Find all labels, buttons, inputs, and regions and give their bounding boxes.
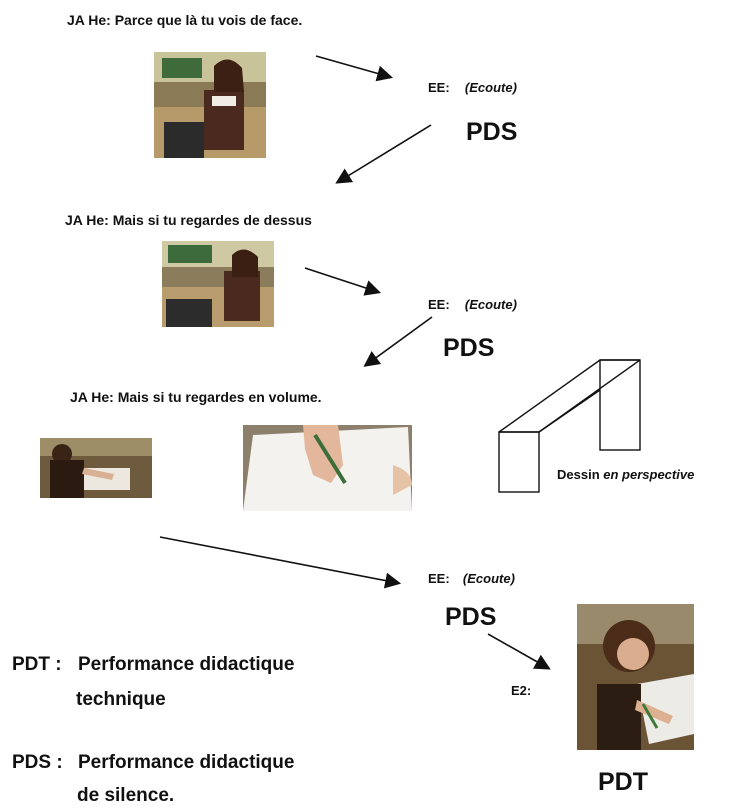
arrow-2 <box>335 124 432 184</box>
ee-ecoute: (Ecoute) <box>464 80 517 95</box>
caption-prefix: Dessin <box>557 467 600 482</box>
caption-italic: en perspective <box>603 467 695 482</box>
arrow-6 <box>487 633 551 670</box>
ja-line-3: JA He: Mais si tu regardes en volume. <box>70 389 322 405</box>
legend-pds-line1: Performance didactique <box>78 752 295 773</box>
arrow-1 <box>315 55 394 82</box>
pds-code-2: PDS <box>443 334 495 362</box>
ee-ecoute: (Ecoute) <box>464 297 517 312</box>
ja-line-2: JA He: Mais si tu regardes de dessus <box>65 212 312 228</box>
arrow-3 <box>304 267 382 296</box>
pds-code-3: PDS <box>445 603 497 631</box>
legend-pdt-line1: Performance didactique <box>78 654 295 675</box>
hand-drawing-photo <box>243 425 412 511</box>
ee-label-2: EE: (Ecoute) <box>428 297 517 312</box>
ee-prefix: EE: <box>428 297 450 312</box>
student-e2-photo <box>577 604 694 750</box>
legend-pds-line2: de silence. <box>77 785 175 806</box>
pds-code-1: PDS <box>466 118 518 146</box>
e2-label: E2: <box>511 683 532 698</box>
pdt-code: PDT <box>598 768 648 796</box>
ee-label-3: EE: (Ecoute) <box>428 571 515 586</box>
student-drawing-photo <box>40 438 152 498</box>
legend-pdt-key: PDT : <box>12 654 62 675</box>
ee-label-1: EE: (Ecoute) <box>428 80 517 95</box>
ja-line-1: JA He: Parce que là tu vois de face. <box>67 12 303 28</box>
classroom-photo-1 <box>154 52 266 158</box>
ee-prefix: EE: <box>428 80 450 95</box>
drawing-caption: Dessin en perspective <box>557 467 694 482</box>
legend-pds-key: PDS : <box>12 752 63 773</box>
classroom-photo-2 <box>162 241 274 327</box>
legend-pdt-line2: technique <box>76 689 166 710</box>
arrow-5 <box>159 536 402 589</box>
arrow-4 <box>363 316 433 367</box>
ee-ecoute: (Ecoute) <box>462 571 515 586</box>
ee-prefix: EE: <box>428 571 450 586</box>
